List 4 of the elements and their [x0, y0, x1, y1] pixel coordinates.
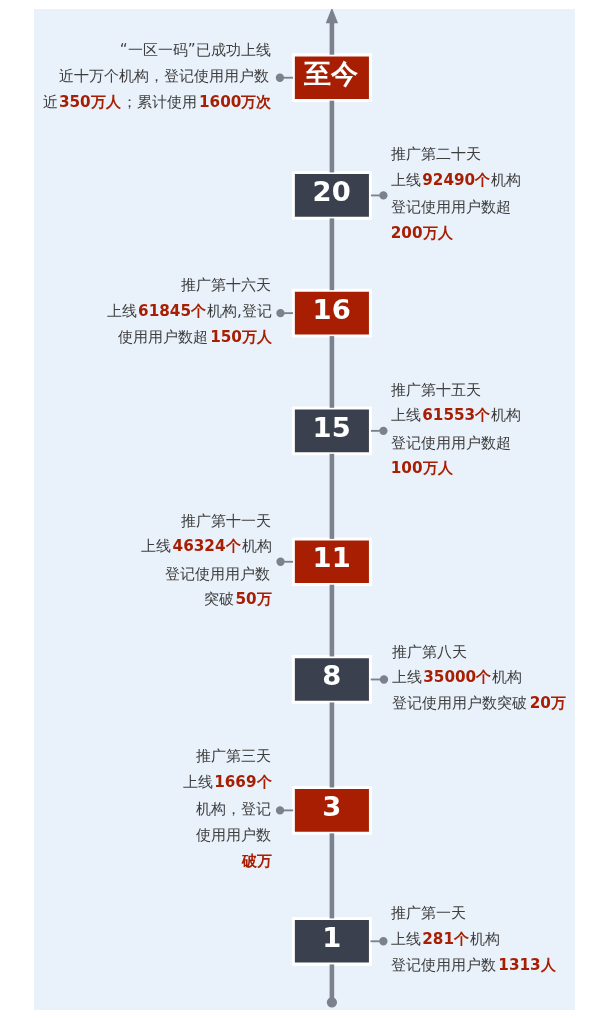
node-text: 推广第十一天 上线46324个机构登记使用用户数突破50万 — [140, 511, 272, 608]
node-text: 推广第三天 上线1669个机构，登记使用用户数破万 — [182, 746, 272, 870]
node-text: 推广第二十天 上线92490个机构登记使用用户数超200万人 — [390, 144, 521, 242]
node-text: 推广第十五天 上线61553个机构登记使用用户数超100万人 — [390, 380, 521, 477]
